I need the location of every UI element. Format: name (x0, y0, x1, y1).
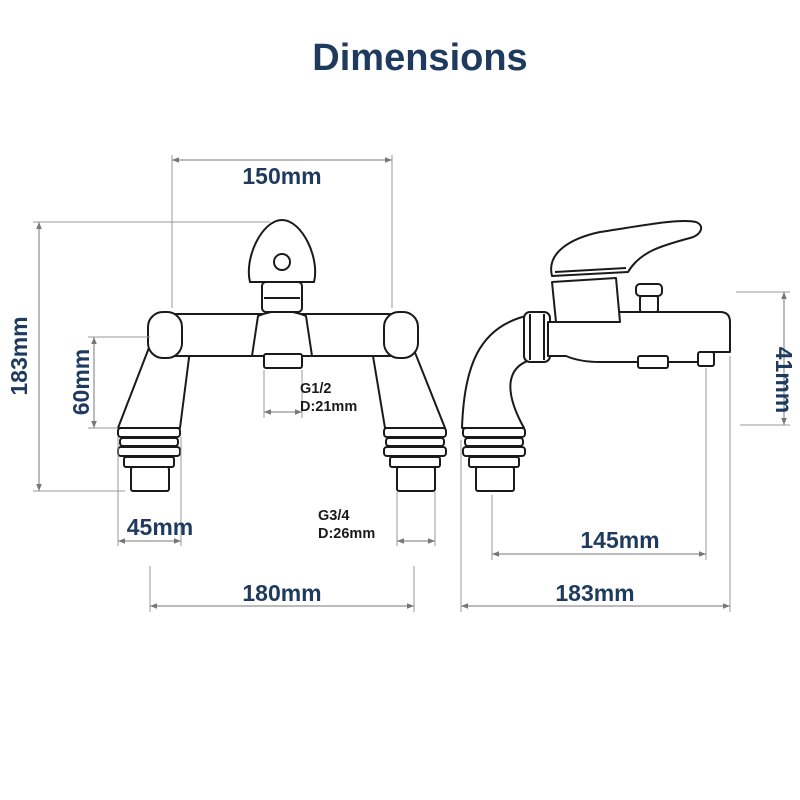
dim-top-width-label: 150mm (242, 163, 321, 189)
dim-spout-reach-label: 145mm (580, 527, 659, 553)
outlet-thread-size-label: G1/2 (300, 381, 331, 397)
outlet-thread-diameter-label: D:21mm (300, 399, 357, 415)
dim-overall-height-label: 183mm (6, 316, 32, 395)
dim-leg-height-label: 60mm (68, 349, 94, 415)
inlet-thread-diameter-label: D:26mm (318, 526, 375, 542)
dim-leg-width-label: 45mm (127, 514, 193, 540)
inlet-thread-size-label: G3/4 (318, 508, 349, 524)
dim-base-width-label: 180mm (242, 580, 321, 606)
dimension-lines (33, 155, 790, 612)
dim-side-height-label: 41mm (771, 347, 797, 413)
front-view-drawing (117, 219, 447, 492)
dim-side-depth-label: 183mm (555, 580, 634, 606)
page-title: Dimensions (312, 37, 527, 79)
side-view-drawing (461, 219, 731, 492)
